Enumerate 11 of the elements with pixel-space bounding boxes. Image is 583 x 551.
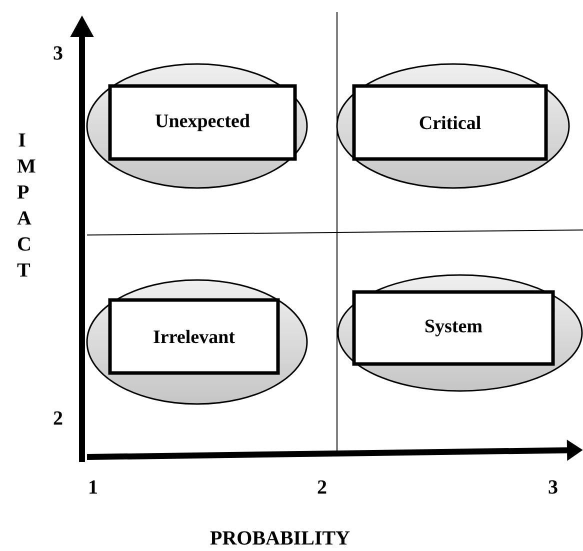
category-box: System — [352, 290, 555, 366]
axis-tick-label: 1 — [90, 480, 97, 494]
axis-tick-label: 3 — [54, 46, 62, 60]
category-box: Critical — [352, 84, 548, 161]
axis-title: PROBABILITY — [210, 531, 350, 545]
category-box: Unexpected — [108, 84, 297, 161]
category-box: Irrelevant — [108, 298, 280, 375]
axis-tick-label: 3 — [548, 480, 558, 494]
axis-tick-label: 2 — [54, 411, 62, 425]
axis-title: I M P A C T — [17, 133, 36, 277]
axis-tick-label: 2 — [318, 480, 326, 494]
